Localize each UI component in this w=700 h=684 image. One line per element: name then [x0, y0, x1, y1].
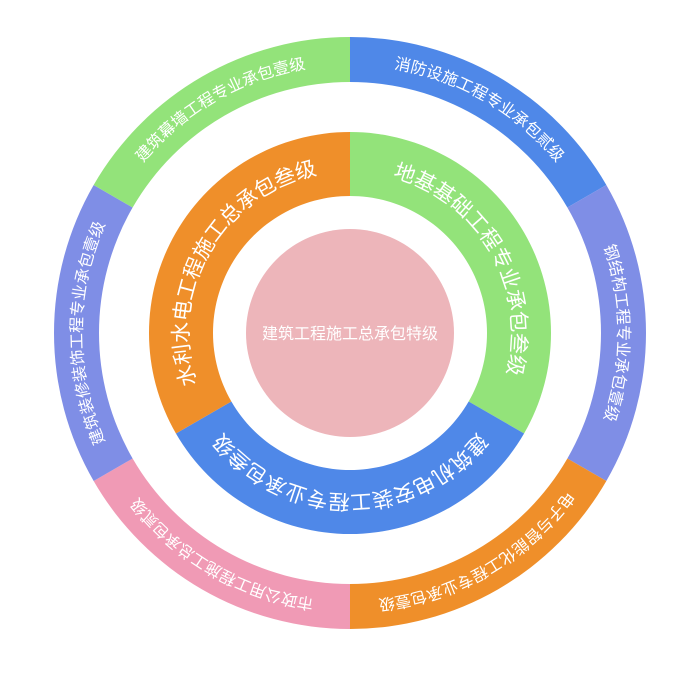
outer-segment-6	[93, 37, 350, 208]
outer-segment-2	[567, 185, 646, 481]
inner-segment-1	[350, 132, 551, 434]
center-disc	[246, 229, 454, 437]
outer-segment-3	[350, 458, 607, 629]
inner-segment-3	[149, 132, 350, 434]
outer-segment-5	[54, 185, 133, 481]
center-label: 建筑工程施工总承包特级	[262, 324, 438, 343]
center-group: 建筑工程施工总承包特级	[246, 229, 454, 437]
inner-segment-2	[175, 401, 525, 534]
outer-segment-4	[93, 458, 350, 629]
outer-segment-1	[350, 37, 607, 208]
